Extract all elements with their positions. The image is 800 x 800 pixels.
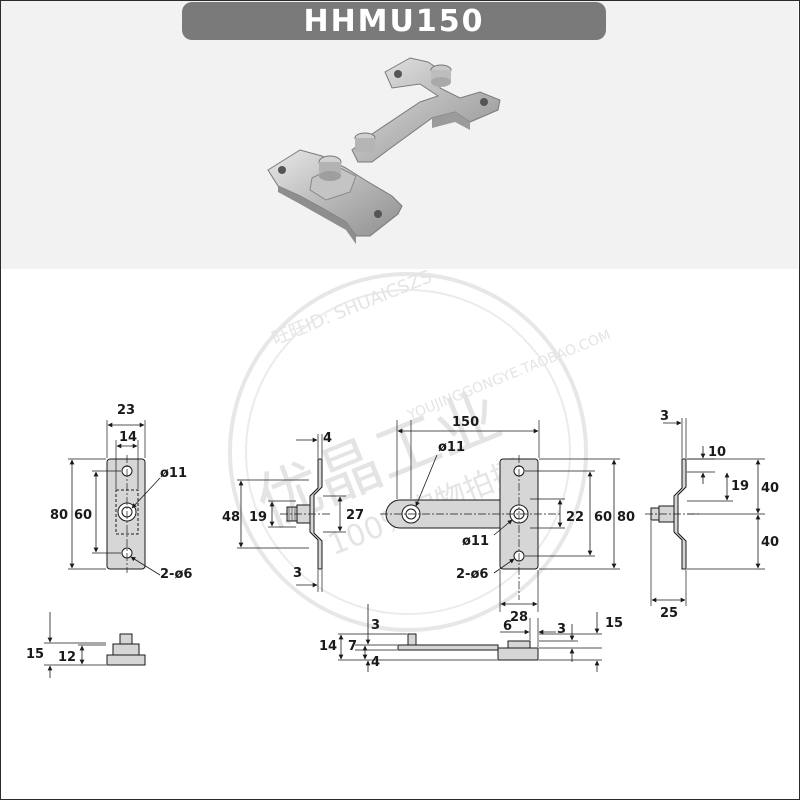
dim-length: 150 <box>452 415 479 430</box>
title-banner: HHMU150 <box>182 2 606 40</box>
dim-3-right: 3 <box>557 622 566 637</box>
dim-3-left: 3 <box>371 618 380 633</box>
dim-6: 6 <box>503 619 512 634</box>
dim-height-40-bottom: 40 <box>761 535 779 550</box>
dim-height-15-right: 15 <box>605 616 623 631</box>
dim-hole-dia-left: ø11 <box>438 440 465 455</box>
dim-height-48: 48 <box>222 510 240 525</box>
dim-width-28: 28 <box>510 610 528 625</box>
latch-part <box>267 149 403 244</box>
dim-thickness-top: 4 <box>323 431 332 446</box>
dim-hole-dia: ø11 <box>160 466 187 481</box>
dim-height-80: 80 <box>617 510 635 525</box>
dim-mount-holes-center: 2-ø6 <box>456 567 488 582</box>
dim-height-19: 19 <box>249 510 267 525</box>
latch-bottom-view <box>44 612 146 678</box>
assembly-front-view <box>380 420 620 612</box>
dim-height-60: 60 <box>594 510 612 525</box>
assembly-bottom-view <box>338 604 602 672</box>
dim-mount-holes: 2-ø6 <box>160 567 192 582</box>
dim-4: 4 <box>371 655 380 670</box>
dim-width-25: 25 <box>660 606 678 621</box>
dim-width-outer: 23 <box>117 403 135 418</box>
dim-height-7: 7 <box>348 639 357 654</box>
keeper-side-view <box>645 418 765 606</box>
dim-height-22: 22 <box>566 510 584 525</box>
dim-height-12: 12 <box>58 650 76 665</box>
latch-side-view <box>237 434 346 592</box>
dim-height-outer: 80 <box>50 508 68 523</box>
watermark-ring-top: 旺旺ID: SHUAICSZS <box>269 266 435 349</box>
model-title: HHMU150 <box>303 3 485 39</box>
dim-thickness-right: 3 <box>660 409 669 424</box>
dim-height-19-right: 19 <box>731 479 749 494</box>
dim-height-hole: 60 <box>74 508 92 523</box>
dim-height-15-left: 15 <box>26 647 44 662</box>
product-photo <box>267 57 501 244</box>
plate-top-view <box>68 420 161 576</box>
dim-hole-dia-right: ø11 <box>462 534 489 549</box>
dim-height-14: 14 <box>319 639 337 654</box>
dim-height-40-top: 40 <box>761 481 779 496</box>
dim-offset-10: 10 <box>708 445 726 460</box>
dim-height-27: 27 <box>346 508 364 523</box>
dim-thickness-bottom: 3 <box>293 566 302 581</box>
watermark: 旺旺ID: SHUAICSZS 优晶工业 YOUJINGGONGYE.TAOBA… <box>228 266 613 632</box>
keeper-part <box>351 57 501 163</box>
dim-width-hole: 14 <box>119 430 137 445</box>
